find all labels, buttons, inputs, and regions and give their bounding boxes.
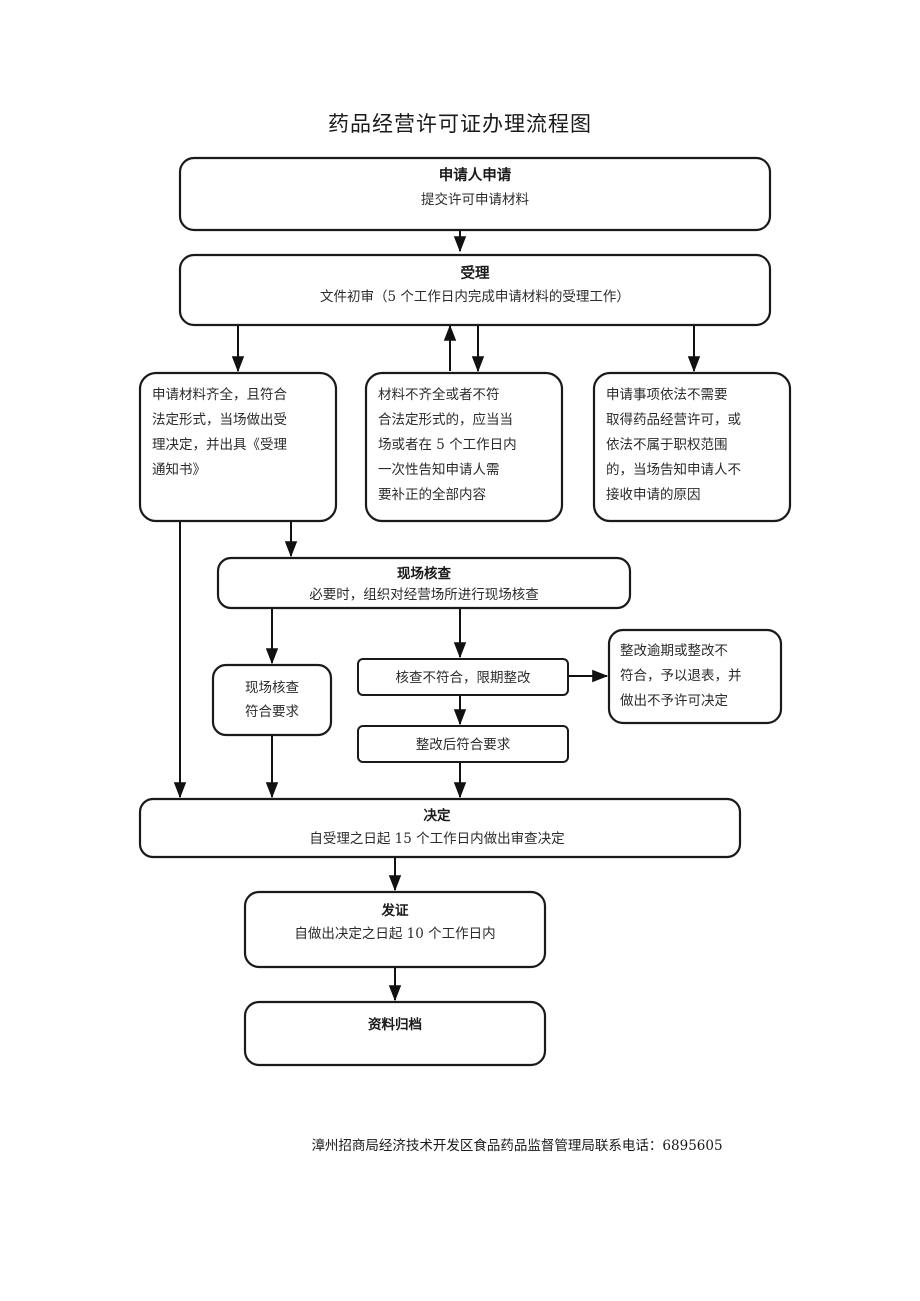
node-branch-complete-line-4: 通知书》 bbox=[152, 461, 206, 478]
node-branch-not-required-line-5: 接收申请的原因 bbox=[606, 486, 701, 503]
node-branch-not-required-line-3: 依法不属于职权范围 bbox=[606, 436, 728, 453]
node-branch-incomplete-line-1: 材料不齐全或者不符 bbox=[378, 386, 500, 403]
node-acceptance-shape bbox=[178, 253, 772, 327]
node-branch-not-required-line-4: 的，当场告知申请人不 bbox=[606, 461, 741, 478]
node-rectify-pass[interactable]: 整改后符合要求 bbox=[357, 725, 569, 763]
node-decision-heading: 决定 bbox=[424, 807, 451, 824]
page-title: 药品经营许可证办理流程图 bbox=[328, 112, 592, 136]
node-onsite-check-subtitle: 必要时，组织对经营场所进行现场核查 bbox=[309, 587, 539, 603]
node-archive[interactable]: 资料归档 bbox=[243, 1000, 547, 1067]
node-rectify-pass-label: 整改后符合要求 bbox=[416, 737, 511, 753]
node-branch-incomplete-line-2: 合法定形式的，应当当 bbox=[378, 411, 513, 428]
node-check-pass-line-1: 现场核查 bbox=[245, 680, 299, 696]
node-branch-not-required-line-1: 申请事项依法不需要 bbox=[606, 387, 728, 403]
node-branch-complete[interactable]: 申请材料齐全，且符合 法定形式，当场做出受 理决定，并出具《受理 通知书》 bbox=[138, 371, 338, 523]
node-check-pass-line-2: 符合要求 bbox=[245, 704, 299, 720]
node-onsite-check-heading: 现场核查 bbox=[397, 565, 451, 582]
node-issue-license-shape bbox=[243, 890, 547, 969]
node-check-fail-label: 核查不符合，限期整改 bbox=[396, 670, 531, 686]
connector-layer bbox=[173, 230, 701, 1002]
node-branch-complete-line-2: 法定形式，当场做出受 bbox=[152, 412, 287, 428]
node-rectify-overdue-line-3: 做出不予许可决定 bbox=[620, 693, 728, 709]
node-rectify-overdue[interactable]: 整改逾期或整改不 符合，予以退表，并 做出不予许可决定 bbox=[607, 628, 783, 725]
node-applicant-heading: 申请人申请 bbox=[439, 166, 512, 184]
node-branch-incomplete-line-4: 一次性告知申请人需 bbox=[378, 461, 500, 478]
node-rectify-overdue-line-2: 符合，予以退表，并 bbox=[620, 668, 742, 684]
node-branch-complete-shape bbox=[138, 371, 338, 523]
footer-contact: 漳州招商局经济技术开发区食品药品监督管理局联系电话：6895605 bbox=[311, 1137, 722, 1154]
node-acceptance-heading: 受理 bbox=[461, 264, 490, 282]
node-branch-incomplete-shape bbox=[364, 371, 564, 523]
node-rectify-overdue-line-1: 整改逾期或整改不 bbox=[620, 643, 728, 659]
node-acceptance-subtitle: 文件初审（5 个工作日内完成申请材料的受理工作） bbox=[320, 288, 630, 305]
node-check-pass[interactable]: 现场核查 符合要求 bbox=[211, 663, 333, 737]
node-branch-complete-line-3: 理决定，并出具《受理 bbox=[152, 437, 287, 453]
node-check-fail[interactable]: 核查不符合，限期整改 bbox=[357, 658, 569, 696]
node-onsite-check-shape bbox=[216, 556, 632, 610]
node-branch-not-required-shape bbox=[592, 371, 792, 523]
node-branch-incomplete-line-5: 要补正的全部内容 bbox=[378, 486, 486, 503]
node-branch-incomplete-line-3: 场或者在 5 个工作日内 bbox=[378, 437, 517, 453]
node-issue-license[interactable]: 发证 自做出决定之日起 10 个工作日内 bbox=[243, 890, 547, 969]
node-branch-incomplete[interactable]: 材料不齐全或者不符 合法定形式的，应当当 场或者在 5 个工作日内 一次性告知申… bbox=[364, 371, 564, 523]
node-archive-heading: 资料归档 bbox=[368, 1016, 422, 1033]
node-decision[interactable]: 决定 自受理之日起 15 个工作日内做出审查决定 bbox=[138, 797, 742, 859]
node-branch-not-required[interactable]: 申请事项依法不需要 取得药品经营许可，或 依法不属于职权范围 的，当场告知申请人… bbox=[592, 371, 792, 523]
node-check-pass-shape bbox=[211, 663, 333, 737]
node-issue-license-subtitle: 自做出决定之日起 10 个工作日内 bbox=[294, 926, 495, 942]
node-applicant-subtitle: 提交许可申请材料 bbox=[421, 191, 529, 208]
node-onsite-check[interactable]: 现场核查 必要时，组织对经营场所进行现场核查 bbox=[216, 556, 632, 610]
node-decision-subtitle: 自受理之日起 15 个工作日内做出审查决定 bbox=[309, 831, 564, 847]
node-applicant[interactable]: 申请人申请 提交许可申请材料 bbox=[178, 156, 772, 232]
node-rectify-overdue-shape bbox=[607, 628, 783, 725]
node-archive-shape bbox=[243, 1000, 547, 1067]
node-applicant-shape bbox=[178, 156, 772, 232]
node-branch-not-required-line-2: 取得药品经营许可，或 bbox=[606, 411, 741, 428]
node-acceptance[interactable]: 受理 文件初审（5 个工作日内完成申请材料的受理工作） bbox=[178, 253, 772, 327]
node-check-fail-shape bbox=[357, 658, 569, 696]
node-decision-shape bbox=[138, 797, 742, 859]
node-branch-complete-line-1: 申请材料齐全，且符合 bbox=[152, 386, 287, 403]
node-rectify-pass-shape bbox=[357, 725, 569, 763]
node-issue-license-heading: 发证 bbox=[381, 902, 409, 919]
